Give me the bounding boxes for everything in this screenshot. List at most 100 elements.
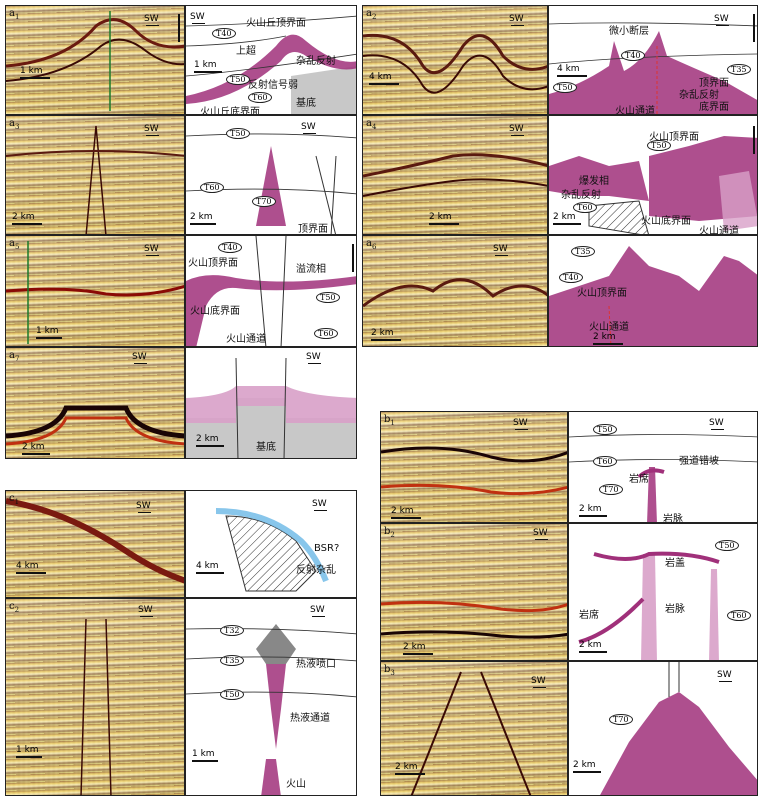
sw-arrow-a7: SW (132, 352, 147, 364)
label-volcano-base-a4: 火山底界面 (641, 216, 691, 227)
label-vent: 热液喷口 (296, 659, 336, 670)
label-volcano-mound-top: 火山丘顶界面 (246, 18, 306, 29)
label-chaotic-a4: 杂乱反射 (561, 190, 601, 201)
horizon-t40: T40 (212, 28, 236, 39)
sw-arrow-a1b: SW (190, 12, 205, 24)
scale-bar-a3b: 2 km (190, 212, 216, 225)
sw-arrow-b3b: SW (717, 670, 732, 682)
interp-panel-a2: SW 微小断层 T40 T35 T50 顶界面 杂乱反射 底界面 火山通道 4 … (548, 5, 758, 115)
sw-arrow-a5: SW (144, 244, 159, 256)
label-conduit-a4: 火山通道 (699, 226, 739, 235)
horizon-t50-a4: T50 (647, 140, 671, 151)
scale-bar-b3: 2 km (395, 762, 425, 775)
label-sill-b2: 岩席 (579, 610, 599, 621)
seismic-panel-b3: b3 SW 2 km (380, 661, 568, 796)
seismic-panel-a5: a5 SW 1 km (5, 235, 185, 347)
interp-panel-a1: SW 火山丘顶界面 T40 上超 杂乱反射 T50 反射信号弱 T60 基底 火… (185, 5, 357, 115)
scale-bar-c2: 1 km (16, 745, 42, 758)
horizon-t32-c2: T32 (220, 625, 244, 636)
label-explosive: 爆发相 (579, 176, 609, 187)
scale-bar-a6: 2 km (371, 328, 401, 341)
interp-panel-b2: 岩盖 T50 岩席 岩脉 T60 2 km (568, 523, 758, 661)
horizon-t60-b1: T60 (593, 456, 617, 467)
horizon-t50: T50 (226, 74, 250, 85)
scale-bar-a4b: 2 km (553, 212, 581, 225)
seismic-panel-a4: a4 SW 2 km (362, 115, 548, 235)
sw-arrow-a1: SW (144, 14, 159, 26)
label-weak: 反射信号弱 (248, 80, 298, 91)
horizon-t50-b2: T50 (715, 540, 739, 551)
label-conduit-a2: 火山通道 (615, 106, 655, 115)
label-cover: 岩盖 (665, 558, 685, 569)
panel-tag-a3: a3 (9, 118, 20, 131)
scale-bar-a7b: 2 km (196, 434, 224, 447)
panel-tag-a6: a6 (366, 238, 377, 251)
label-basement: 基底 (296, 98, 316, 109)
seismic-b1-art (381, 446, 567, 496)
seismic-panel-b2: b2 SW 2 km (380, 523, 568, 661)
label-basement-a7: 基底 (256, 442, 276, 453)
seismic-b2-art (381, 600, 567, 639)
vscale-a1 (178, 14, 180, 42)
label-volcano-base-a5: 火山底界面 (190, 306, 240, 317)
interp-c2-art (186, 624, 356, 795)
scale-bar-b1: 2 km (391, 506, 421, 519)
horizon-t40-a5: T40 (218, 242, 242, 253)
scale-bar-b2b: 2 km (579, 640, 607, 653)
panel-tag-c2: c2 (9, 601, 20, 614)
horizon-t50-a2: T50 (553, 82, 577, 93)
interp-panel-a3: SW T50 T60 T70 顶界面 2 km (185, 115, 357, 235)
horizon-t60-a5: T60 (314, 328, 338, 339)
horizon-t60-a4: T60 (573, 202, 597, 213)
label-volcano-top-a6: 火山顶界面 (577, 288, 627, 299)
horizon-t60-a3: T60 (200, 182, 224, 193)
vscale-a4 (753, 126, 755, 154)
sw-arrow-c1b: SW (312, 499, 327, 511)
scale-bar-a1b: 1 km (194, 60, 222, 73)
scale-bar-c2b: 1 km (192, 749, 218, 762)
label-bsr: BSR? (314, 543, 340, 554)
seismic-a4-art (363, 153, 547, 197)
scale-bar-a1: 1 km (20, 66, 50, 79)
panel-tag-b3: b3 (384, 664, 395, 677)
panel-tag-b1: b1 (384, 414, 395, 427)
scale-bar-a3: 2 km (12, 212, 42, 225)
label-sill-b1: 岩席 (629, 474, 649, 485)
seismic-a2-art (363, 33, 547, 94)
sw-arrow-b2: SW (533, 528, 548, 540)
label-volcano-top-a5: 火山顶界面 (188, 258, 238, 269)
label-onlap: 上超 (236, 46, 256, 57)
horizon-t35-a6: T35 (571, 246, 595, 257)
sw-arrow-a3b: SW (301, 122, 316, 134)
label-dike-b1: 岩脉 (663, 514, 683, 523)
sw-arrow-a3: SW (144, 124, 159, 136)
sw-arrow-b1: SW (513, 418, 528, 430)
sw-arrow-a2: SW (509, 14, 524, 26)
horizon-t50-a5: T50 (316, 292, 340, 303)
sw-arrow-a7b: SW (306, 352, 321, 364)
panel-tag-c1: c1 (9, 493, 20, 506)
interp-b1-art (569, 434, 757, 522)
interp-panel-a6: T35 T40 火山顶界面 火山通道 2 km (548, 235, 758, 347)
interp-c1-art (215, 508, 329, 592)
panel-tag-b2: b2 (384, 526, 395, 539)
scale-bar-c1b: 4 km (196, 561, 224, 574)
horizon-t70-b1: T70 (599, 484, 623, 495)
sw-arrow-a6: SW (493, 244, 508, 256)
interp-b2-art (578, 551, 720, 660)
sw-arrow-c1: SW (136, 501, 151, 513)
horizon-t50-a3: T50 (226, 128, 250, 139)
horizon-t35-c2: T35 (220, 655, 244, 666)
scale-bar-b3b: 2 km (573, 760, 601, 773)
scale-bar-a2b: 4 km (557, 64, 587, 77)
vscale-a5 (352, 244, 354, 272)
interp-panel-b1: SW T50 T60 T70 强道错坡 岩席 岩脉 2 km (568, 411, 758, 523)
seismic-panel-a2: a2 SW 4 km (362, 5, 548, 115)
seismic-panel-a3: a3 SW 2 km (5, 115, 185, 235)
horizon-t50-b1: T50 (593, 424, 617, 435)
interp-a6-art (549, 246, 757, 346)
interp-panel-a5: T40 火山顶界面 溢流相 T50 火山底界面 火山通道 T60 (185, 235, 357, 347)
scale-bar-b1b: 2 km (579, 504, 607, 517)
scale-bar-a2: 4 km (369, 72, 399, 85)
interp-panel-b3: SW T70 2 km (568, 661, 758, 796)
